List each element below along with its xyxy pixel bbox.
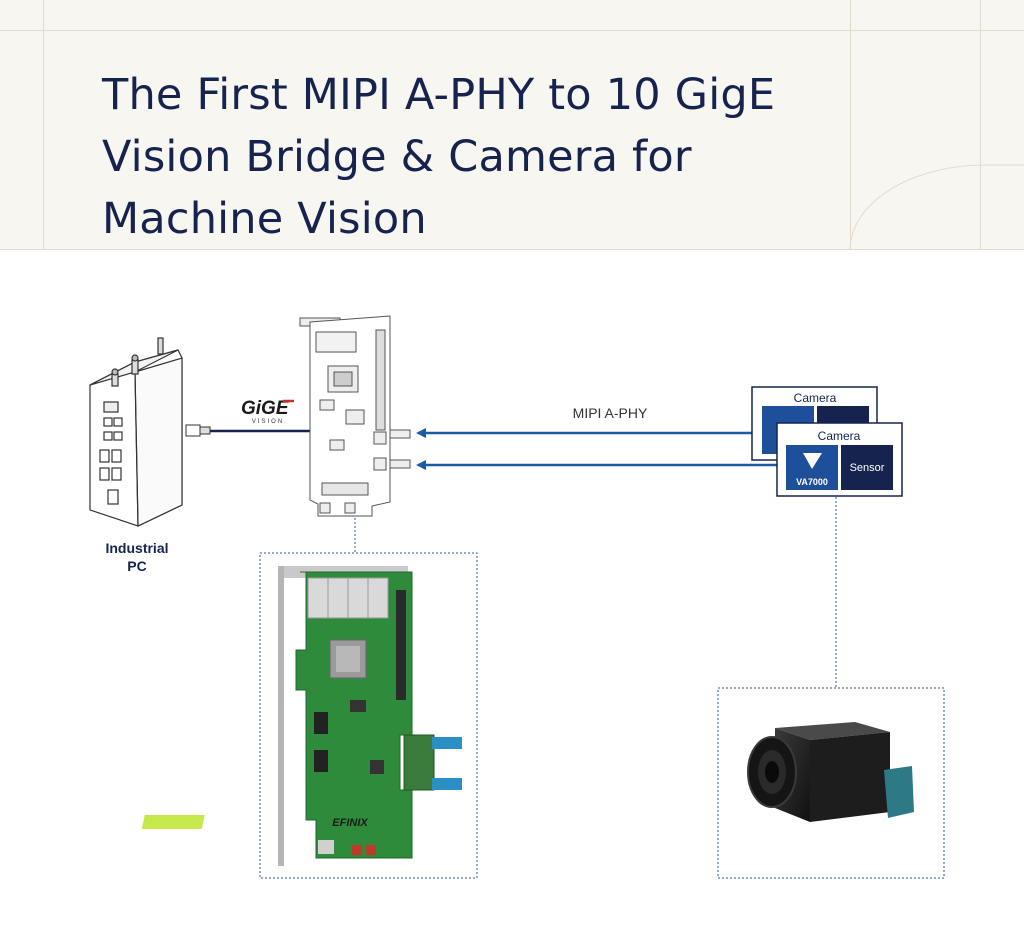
ethernet-connector: [185, 424, 211, 437]
gige-wordmark: GiGE: [241, 398, 290, 419]
camera-front-header: Camera: [818, 429, 861, 443]
industrial-pc-label: Industrial PC: [105, 540, 168, 574]
header-arc-decoration: [849, 164, 1024, 250]
sensor-label: Sensor: [850, 462, 885, 474]
camera-fakra-connector: [884, 766, 914, 818]
sfp-connector-2: [432, 778, 462, 790]
camera-back-header: Camera: [794, 391, 837, 405]
sfp-connector-1: [432, 737, 462, 749]
camera-module-front: Camera VA7000 Sensor: [776, 422, 903, 497]
industrial-pc-label-line2: PC: [127, 558, 146, 574]
valens-v-icon: [803, 453, 822, 469]
serializer-label: VA7000: [796, 477, 828, 487]
bridge-board-illustration: [299, 315, 411, 517]
title-line-3: Machine Vision: [102, 194, 427, 244]
sensor-chip: [841, 445, 893, 490]
efinix-brand-label: EFINIX: [332, 817, 368, 829]
fpga-board-photo: EFINIX: [141, 566, 462, 866]
gige-vision-logo: GiGE VISION: [241, 398, 294, 425]
page-title: The First MIPI A-PHY to 10 GigE Vision B…: [102, 64, 862, 250]
title-line-1: The First MIPI A-PHY to 10 GigE: [102, 70, 776, 120]
title-line-2: Vision Bridge & Camera for: [102, 132, 692, 182]
mipi-aphy-label: MIPI A-PHY: [573, 405, 648, 421]
header-banner: The First MIPI A-PHY to 10 GigE Vision B…: [0, 0, 1024, 250]
industrial-pc-label-line1: Industrial: [105, 540, 168, 556]
industrial-pc-illustration: [89, 337, 183, 527]
gige-subtitle: VISION: [252, 419, 284, 425]
camera-photo: [747, 722, 914, 822]
